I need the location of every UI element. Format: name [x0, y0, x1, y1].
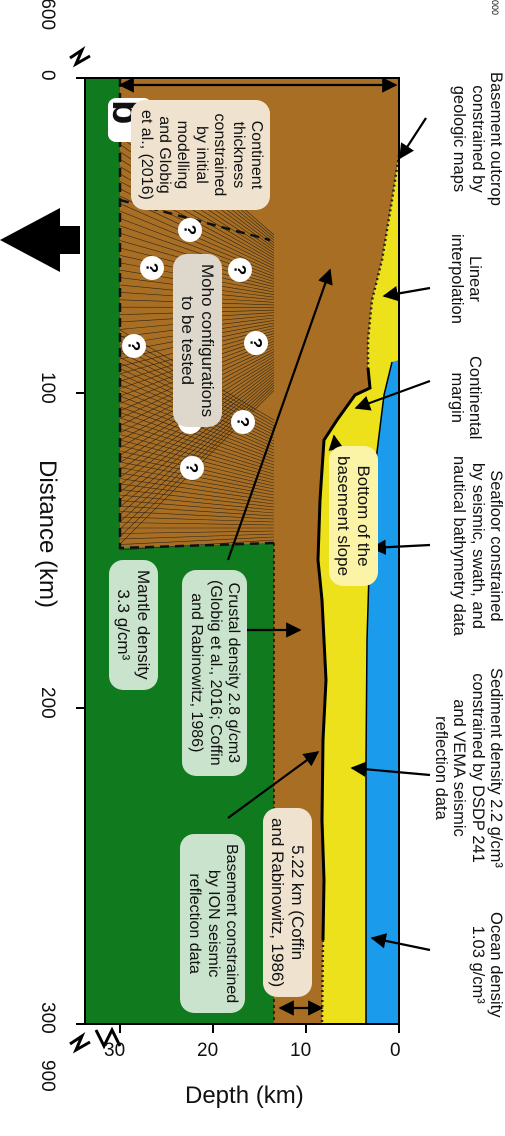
north-arrow-icon	[0, 208, 80, 272]
hatch-line	[119, 530, 275, 534]
question-mark-icon: ?	[180, 456, 204, 480]
hatch-line	[119, 467, 275, 496]
question-marks: ????????	[122, 218, 268, 480]
hatch-line	[119, 428, 275, 475]
hatch-line	[119, 472, 275, 499]
axis-break-bottom	[69, 1031, 91, 1054]
tick-depth-20: 20	[197, 1040, 219, 1061]
tick-distance-300: 300	[37, 1002, 58, 1034]
hatch-line	[119, 434, 275, 478]
question-mark-icon: ?	[228, 258, 252, 282]
hatch-line	[119, 516, 275, 523]
tick-distance-100: 100	[37, 372, 58, 404]
hatch-line	[119, 522, 275, 526]
corner-label: 000	[490, 0, 500, 16]
hatch-line	[119, 478, 275, 502]
hatch-line	[119, 382, 275, 523]
hatch-line	[119, 412, 275, 466]
svg-text:?: ?	[125, 341, 144, 351]
linear-interpolation-line	[366, 154, 401, 368]
hatch-line	[119, 374, 275, 500]
svg-text:?: ?	[231, 265, 250, 275]
svg-text:?: ?	[247, 338, 266, 348]
tick-depth-0: 0	[390, 1040, 401, 1061]
hatch-line	[119, 406, 275, 463]
question-mark-icon: ?	[122, 334, 146, 358]
distance-axis-title: Distance (km)	[34, 460, 61, 609]
hatch-line	[119, 500, 275, 514]
tick-distance-0: 0	[37, 70, 58, 81]
hatch-line	[119, 417, 275, 469]
axis-ticks	[76, 77, 400, 1033]
hatch-line	[119, 423, 275, 472]
tick-depth-30: 30	[104, 1040, 126, 1061]
hatch-line	[119, 505, 275, 517]
hatch-line	[119, 511, 275, 520]
bubble-crustal-density: Crustal density 2.8 g/cm3(Globig et al.,…	[181, 570, 247, 776]
hatch-line	[119, 533, 275, 540]
question-mark-icon: ?	[231, 410, 255, 434]
axis-break-depth	[94, 1026, 122, 1050]
basement-boundary	[316, 367, 372, 941]
hatch-line	[119, 494, 275, 511]
hatch-line	[119, 377, 275, 508]
question-mark-icon: ?	[140, 256, 164, 280]
tick-depth-10: 10	[290, 1040, 312, 1061]
svg-text:?: ?	[181, 225, 200, 235]
svg-text:?: ?	[183, 463, 202, 473]
hatch-line	[119, 536, 275, 545]
axis-break-top	[69, 45, 91, 68]
tick-distance-break-start: -600	[37, 0, 58, 31]
tick-distance-break-end: 900	[37, 1060, 58, 1092]
tick-distance-200: 200	[37, 687, 58, 719]
question-mark-icon: ?	[244, 331, 268, 355]
svg-text:?: ?	[143, 263, 162, 273]
question-mark-icon: ?	[178, 218, 202, 242]
svg-text:?: ?	[234, 417, 253, 427]
depth-axis-title: Depth (km)	[185, 1082, 304, 1109]
